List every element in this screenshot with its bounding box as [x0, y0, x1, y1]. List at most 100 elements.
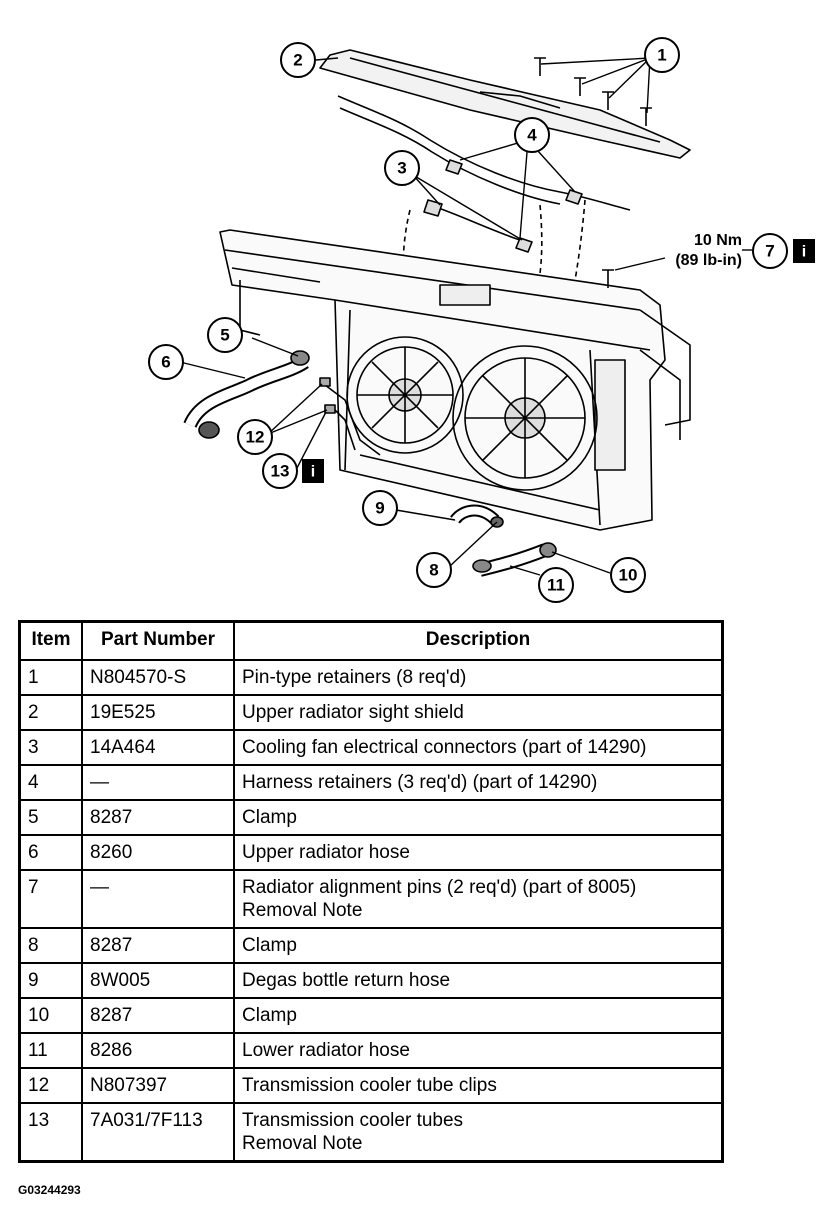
- cell-description: Clamp: [233, 927, 724, 964]
- torque-spec-nm: 10 Nm: [694, 232, 742, 249]
- cell-part-number: 19E525: [81, 694, 235, 731]
- removal-note-link[interactable]: Removal Note: [242, 900, 363, 921]
- cell-part-number: 8260: [81, 834, 235, 871]
- cell-description: Radiator alignment pins (2 req'd) (part …: [233, 869, 724, 929]
- info-icon[interactable]: i: [302, 459, 324, 483]
- description-text: Pin-type retainers (8 req'd): [242, 667, 467, 688]
- cell-description: Upper radiator sight shield: [233, 694, 724, 731]
- cell-item: 3: [18, 729, 83, 766]
- description-text: Clamp: [242, 1005, 297, 1026]
- callout-12: 12: [246, 428, 265, 447]
- callout-6: 6: [161, 353, 170, 372]
- cell-description: Clamp: [233, 799, 724, 836]
- callout-9: 9: [375, 499, 384, 518]
- exploded-diagram: 2 1 4 3 5 6 7 8 9 10 11 12 13 10 Nm (89 …: [148, 37, 815, 603]
- cooling-fans: [346, 336, 598, 491]
- description-text: Degas bottle return hose: [242, 970, 451, 991]
- cell-item: 9: [18, 962, 83, 999]
- callout-2: 2: [293, 51, 302, 70]
- callout-5: 5: [220, 326, 229, 345]
- cell-item: 2: [18, 694, 83, 731]
- cell-item: 12: [18, 1067, 83, 1104]
- cell-item: 10: [18, 997, 83, 1034]
- cell-description: Clamp: [233, 997, 724, 1034]
- callout-8: 8: [429, 561, 438, 580]
- cell-part-number: 8287: [81, 997, 235, 1034]
- cell-description: Transmission cooler tube clips: [233, 1067, 724, 1104]
- cell-description: Degas bottle return hose: [233, 962, 724, 999]
- leader-lines: [179, 57, 752, 576]
- callout-7: 7: [765, 242, 774, 261]
- cell-part-number: —: [81, 764, 235, 801]
- cell-item: 4: [18, 764, 83, 801]
- cell-item: 8: [18, 927, 83, 964]
- callout-11: 11: [547, 576, 565, 595]
- callout-10: 10: [619, 566, 638, 585]
- description-text: Cooling fan electrical connectors (part …: [242, 737, 647, 758]
- description-text: Clamp: [242, 807, 297, 828]
- cell-description: Lower radiator hose: [233, 1032, 724, 1069]
- cell-part-number: N807397: [81, 1067, 235, 1104]
- description-text: Lower radiator hose: [242, 1040, 410, 1061]
- figure-id: G03244293: [18, 1183, 81, 1197]
- removal-note-link[interactable]: Removal Note: [242, 1133, 363, 1154]
- cell-item: 11: [18, 1032, 83, 1069]
- header-part-number: Part Number: [81, 620, 235, 661]
- table-row: 7— Radiator alignment pins (2 req'd) (par…: [18, 869, 724, 929]
- cell-item: 1: [18, 659, 83, 696]
- description-text: Transmission cooler tube clips: [242, 1075, 497, 1096]
- description-text: Upper radiator hose: [242, 842, 410, 863]
- info-glyph: i: [802, 244, 806, 261]
- cell-description: Pin-type retainers (8 req'd): [233, 659, 724, 696]
- description-text: Upper radiator sight shield: [242, 702, 464, 723]
- upper-radiator-sight-shield: [319, 49, 691, 159]
- cell-description: Harness retainers (3 req'd) (part of 142…: [233, 764, 724, 801]
- cell-item: 13: [18, 1102, 83, 1163]
- cell-item: 6: [18, 834, 83, 871]
- radiator-alignment-pin: [602, 269, 614, 288]
- info-icon[interactable]: i: [793, 239, 815, 263]
- torque-spec-lbin: (89 lb-in): [675, 252, 742, 269]
- cell-part-number: —: [81, 869, 235, 929]
- cell-part-number: 8W005: [81, 962, 235, 999]
- transmission-cooler-tubes: [319, 377, 381, 456]
- cell-part-number: N804570-S: [81, 659, 235, 696]
- description-text: Transmission cooler tubes: [242, 1110, 464, 1131]
- cell-item: 7: [18, 869, 83, 929]
- cell-part-number: 8287: [81, 927, 235, 964]
- callout-3: 3: [397, 159, 406, 178]
- cell-description: Upper radiator hose: [233, 834, 724, 871]
- table-header-row: Item Part Number Description: [18, 620, 724, 661]
- pin-type-retainers: [534, 57, 652, 126]
- description-text: Clamp: [242, 935, 297, 956]
- header-description: Description: [233, 620, 724, 661]
- cell-part-number: 14A464: [81, 729, 235, 766]
- description-text: Radiator alignment pins (2 req'd) (part …: [242, 877, 637, 898]
- cell-part-number: 7A031/7F113: [81, 1102, 235, 1163]
- callout-4: 4: [527, 126, 537, 145]
- cell-description: Cooling fan electrical connectors (part …: [233, 729, 724, 766]
- callout-badges: [148, 37, 788, 603]
- cell-item: 5: [18, 799, 83, 836]
- cell-part-number: 8286: [81, 1032, 235, 1069]
- header-item: Item: [18, 620, 83, 661]
- callout-13: 13: [271, 462, 290, 481]
- info-glyph: i: [311, 464, 315, 481]
- callout-1: 1: [657, 46, 666, 65]
- cell-part-number: 8287: [81, 799, 235, 836]
- description-text: Harness retainers (3 req'd) (part of 142…: [242, 772, 598, 793]
